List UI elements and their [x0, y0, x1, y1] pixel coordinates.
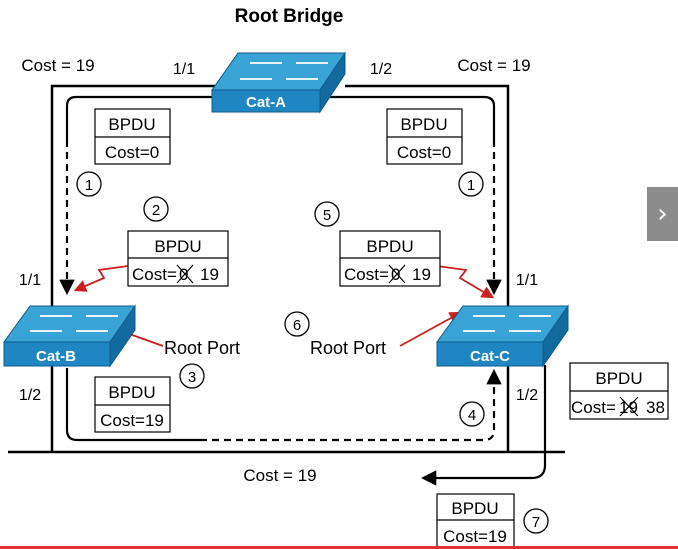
bpdu-cost-old: 0 — [391, 265, 400, 284]
port-c-bottom: 1/2 — [516, 387, 538, 404]
bpdu-cost-new: 38 — [646, 398, 665, 417]
bpdu-cost-prefix: Cost= — [571, 398, 616, 417]
svg-text:4: 4 — [468, 407, 476, 424]
links — [8, 84, 565, 454]
step-marker: 7 — [523, 508, 549, 534]
step-marker: 3 — [179, 363, 205, 389]
red-arrow-root-port-c — [399, 311, 463, 347]
svg-text:2: 2 — [152, 202, 160, 219]
port-b-bottom: 1/2 — [19, 387, 41, 404]
bpdu-cost-old: 0 — [179, 265, 188, 284]
switch-arrows-icon — [30, 315, 118, 332]
switch-label-a: Cat-A — [246, 94, 286, 111]
path-c-forward — [420, 365, 547, 486]
bpdu-label: BPDU — [366, 237, 413, 256]
bpdu-label: BPDU — [400, 115, 447, 134]
step-marker: 6 — [284, 311, 310, 337]
switch-label-c: Cat-C — [470, 348, 510, 365]
port-c-top: 1/1 — [516, 272, 538, 289]
bpdu-cost: Cost=0 — [105, 143, 159, 162]
bpdu-label: BPDU — [108, 383, 155, 402]
switch-cat-a[interactable]: Cat-A — [211, 51, 346, 114]
bpdu-label: BPDU — [451, 499, 498, 518]
switch-arrows-icon — [463, 315, 551, 332]
strike-icon — [176, 264, 194, 284]
svg-text:1: 1 — [467, 177, 475, 194]
bpdu-box-cost-update-c: BPDU Cost= 0 19 — [339, 230, 441, 287]
cost-label-top-left: Cost = 19 — [21, 56, 94, 75]
path-b-to-c-solid — [65, 368, 200, 442]
bpdu-box-cost-update-c-38: BPDU Cost= 19 38 — [569, 362, 669, 420]
switch-cat-b[interactable]: Cat-B — [3, 304, 136, 368]
step-marker: 4 — [459, 401, 485, 427]
port-b-top: 1/1 — [19, 272, 41, 289]
switch-label-b: Cat-B — [36, 348, 76, 365]
red-arrow-bpdu-to-c — [436, 265, 495, 299]
svg-text:5: 5 — [323, 207, 331, 224]
svg-text:7: 7 — [532, 514, 540, 531]
bpdu-cost-new: 19 — [200, 265, 219, 284]
bpdu-box-a-to-b: BPDU Cost=0 — [94, 108, 171, 165]
strike-icon — [619, 396, 639, 417]
diagram-title: Root Bridge — [235, 6, 344, 27]
bpdu-paths — [59, 95, 547, 486]
red-arrow-bpdu-to-b — [73, 265, 129, 292]
port-a-right: 1/2 — [370, 61, 392, 78]
path-b-to-c-dashed — [200, 368, 502, 442]
bpdu-box-b-to-c: BPDU Cost=19 — [94, 376, 171, 433]
svg-text:3: 3 — [188, 369, 196, 386]
root-port-label-b: Root Port — [164, 338, 240, 358]
bpdu-cost-new: 19 — [412, 265, 431, 284]
strike-icon — [388, 264, 406, 284]
bpdu-box-cost-update-b: BPDU Cost= 0 19 — [127, 230, 229, 287]
bpdu-cost: Cost=19 — [443, 527, 507, 546]
root-port-label-c: Root Port — [310, 338, 386, 358]
path-a-to-b-solid — [65, 95, 230, 140]
step-marker: 2 — [143, 196, 169, 222]
switch-cat-c[interactable]: Cat-C — [436, 304, 569, 368]
chevron-right-icon: › — [657, 199, 668, 229]
bpdu-cost-prefix: Cost= — [132, 265, 177, 284]
bpdu-box-c-forward: BPDU Cost=19 — [436, 493, 515, 548]
cost-label-bottom: Cost = 19 — [243, 466, 316, 485]
step-marker: 1 — [76, 171, 102, 197]
bpdu-cost: Cost=0 — [397, 143, 451, 162]
bpdu-box-a-to-c: BPDU Cost=0 — [386, 108, 463, 165]
bpdu-cost: Cost=19 — [100, 411, 164, 430]
svg-text:1: 1 — [85, 177, 93, 194]
step-marker: 1 — [458, 171, 484, 197]
bpdu-label: BPDU — [108, 115, 155, 134]
path-a-to-c-solid — [330, 95, 496, 140]
switch-arrows-icon — [240, 62, 328, 80]
bpdu-cost-prefix: Cost= — [344, 265, 389, 284]
bottom-accent-line — [0, 546, 678, 549]
cost-label-top-right: Cost = 19 — [457, 56, 530, 75]
next-slide-button[interactable]: › — [647, 187, 678, 241]
bpdu-label: BPDU — [154, 237, 201, 256]
step-marker: 5 — [314, 201, 340, 227]
port-a-left: 1/1 — [173, 61, 195, 78]
svg-text:6: 6 — [293, 317, 301, 334]
bpdu-label: BPDU — [595, 369, 642, 388]
